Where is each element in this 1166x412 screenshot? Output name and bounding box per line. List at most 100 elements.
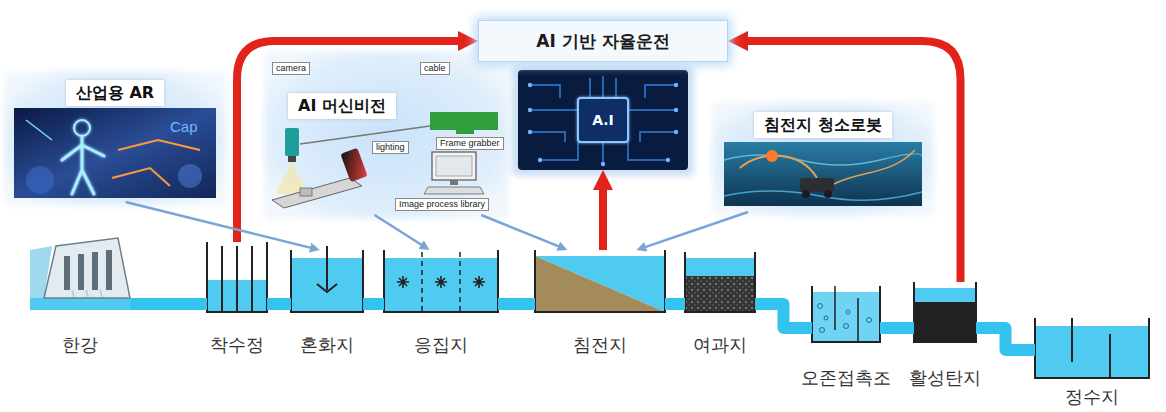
ozone-contactor (812, 286, 880, 342)
water-pipe (880, 322, 914, 334)
ar-image (62, 136, 104, 194)
panel-title: 산업용 AR (66, 80, 164, 106)
machine-vision-sketch (432, 152, 476, 180)
pointer-line (642, 212, 748, 248)
mixing-basin (291, 246, 363, 312)
flocculation-basin (384, 250, 498, 312)
water-pipe (363, 298, 384, 310)
robot-image (740, 156, 817, 178)
stage-label: 착수정 (210, 334, 264, 356)
mixing-basin (291, 250, 363, 312)
ozone-contactor (835, 286, 858, 342)
machine-vision-sketch (340, 148, 367, 182)
panel-glow (4, 51, 934, 219)
river-dam (106, 250, 112, 290)
river-dam (30, 298, 130, 310)
process-stage: 한강 (30, 232, 130, 310)
ai-chip-image (530, 76, 676, 164)
stage-label: 침전지 (573, 334, 627, 356)
machine-vision-sketch (430, 112, 498, 134)
flocculation-basin (397, 276, 409, 288)
water-pipe (498, 298, 535, 310)
machine-vision-sketch (272, 178, 362, 208)
receiving-well (207, 242, 267, 312)
ar-image (74, 120, 90, 136)
machine-vision-sketch (450, 180, 458, 185)
flocculation-basin (473, 276, 485, 288)
robot-image (724, 191, 922, 200)
ar-image (14, 108, 216, 198)
ar-image (14, 108, 216, 198)
robot-image (724, 142, 922, 206)
process-stage: 활성탄지 (914, 282, 976, 342)
stage-label: 여과지 (693, 334, 747, 356)
sedimentation-basin (535, 250, 665, 312)
process-stage: 오존접촉조 (812, 286, 880, 342)
ozone-contactor (824, 316, 828, 320)
process-stage: 착수정 (207, 242, 267, 312)
machine-vision-sketch (285, 128, 299, 156)
receiving-well (222, 246, 252, 312)
ai-chip-image (528, 108, 532, 112)
ai-chip-image (601, 162, 605, 166)
ai-chip-image (578, 98, 628, 142)
process-stage: 혼화지 (291, 250, 363, 312)
water-pipe (267, 298, 291, 310)
ai-chip-image (674, 108, 678, 112)
ai-chip-image (538, 158, 542, 162)
pointer-line (126, 202, 314, 249)
filter-basin (685, 276, 755, 312)
component-label: Frame grabber (436, 137, 504, 150)
sedimentation-basin (535, 256, 665, 312)
robot-image (724, 142, 922, 206)
stage-label: 혼화지 (300, 334, 354, 356)
ai-chip-image (674, 83, 678, 87)
robot-image (800, 178, 834, 192)
clear-well (1072, 318, 1110, 378)
filter-basin (685, 252, 755, 312)
box-label: AI 기반 자율운전 (536, 30, 669, 52)
river-dam (92, 252, 98, 290)
clear-well (1035, 326, 1149, 378)
process-stage: 여과지 (685, 252, 755, 312)
receiving-well (207, 242, 267, 312)
ai-chip-image (518, 70, 688, 170)
ai-chip-image (512, 64, 694, 176)
river-dam (72, 290, 102, 297)
process-stage: 정수지 (1035, 318, 1149, 378)
ozone-contactor (820, 328, 825, 333)
flocculation-basin (422, 252, 460, 312)
component-label: lighting (372, 141, 409, 154)
pointer-line (375, 215, 425, 247)
ar-image (118, 140, 200, 150)
ai-chip: A.I (518, 70, 688, 170)
mixing-basin (326, 246, 328, 290)
ozone-contactor (812, 286, 880, 342)
component-label: cable (420, 62, 450, 75)
mixing-basin (317, 284, 337, 292)
ai-chip-image (666, 158, 670, 162)
filter-basin (685, 252, 755, 312)
control-arrow (742, 41, 961, 282)
robot-image (766, 150, 778, 162)
clear-well (1035, 318, 1149, 378)
robot-panel: 침전지 청소로봇 (716, 106, 930, 212)
stage-label: 한강 (62, 334, 98, 356)
activated-carbon-basin (914, 282, 976, 342)
autonomy-box: AI 기반 자율운전 (478, 20, 728, 62)
ar-image (112, 168, 170, 186)
stage-label: 정수지 (1065, 386, 1119, 408)
filter-basin (685, 258, 755, 276)
ar-overlay-text: Cap (170, 118, 198, 136)
robot-image (834, 150, 915, 184)
robot-image (824, 190, 832, 198)
control-arrow (599, 184, 607, 250)
machine-vision-sketch (424, 187, 484, 194)
flocculation-basin (384, 250, 498, 312)
water-pipe (976, 328, 1035, 350)
machine-vision-sketch (272, 112, 498, 208)
ai-chip-image (674, 130, 678, 134)
water-pipe (130, 298, 207, 310)
flocculation-basin (384, 258, 498, 312)
activated-carbon-basin (914, 302, 976, 342)
